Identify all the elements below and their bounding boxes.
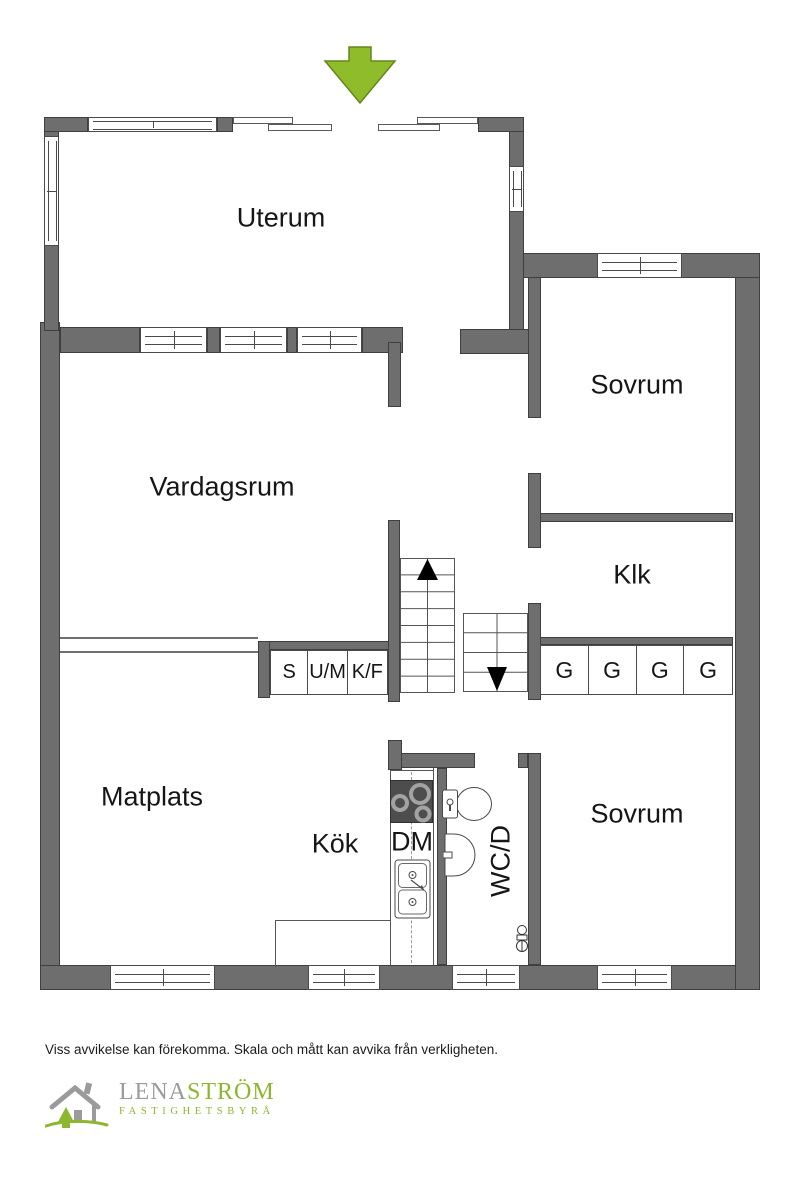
wall [540, 637, 733, 645]
logo-brand-green: STRÖM [186, 1079, 275, 1105]
entry-arrow-icon [323, 46, 397, 105]
closet-cell: K/F [348, 651, 387, 694]
wall [388, 342, 401, 407]
room-label-wcd: WC/D [485, 825, 516, 897]
closet-cell: G [589, 646, 637, 694]
toilet-icon [442, 787, 492, 821]
wall [509, 131, 524, 331]
counter-line [433, 768, 434, 965]
wall [528, 473, 541, 548]
wall [460, 329, 540, 354]
stove-icon [390, 780, 433, 823]
wall [401, 753, 475, 768]
water-tap-icon [516, 925, 528, 952]
window [597, 253, 682, 278]
partition-line [60, 637, 258, 639]
counter-line [275, 920, 276, 967]
window [452, 965, 520, 990]
wall [44, 117, 88, 132]
room-label-dm: DM [391, 826, 433, 857]
logo-tagline: FASTIGHETSBYRÅ [119, 1106, 275, 1117]
stairs-down-arrow-icon [487, 667, 507, 691]
closet-cell: G [684, 646, 732, 694]
closet-row-right: G G G G [540, 645, 733, 695]
window [44, 136, 59, 246]
wall [388, 740, 402, 770]
window [597, 965, 672, 990]
room-label-klk: Klk [613, 559, 651, 590]
closet-label: K/F [351, 661, 383, 683]
wall [735, 253, 760, 990]
closet-cell: G [637, 646, 685, 694]
stairs-up-arrow-icon [417, 559, 438, 580]
closet-label: G [650, 656, 669, 683]
sliding-door-panel [268, 124, 332, 131]
window [88, 117, 217, 132]
staircase-up [400, 558, 455, 693]
closet-cell: U/M [308, 651, 348, 694]
wall [258, 641, 400, 650]
wall [388, 520, 400, 702]
room-label-vardagsrum: Vardagsrum [149, 471, 295, 502]
wall [528, 277, 541, 418]
room-label-sovrum-top: Sovrum [590, 369, 684, 400]
wall [528, 753, 541, 965]
closet-label: S [282, 661, 296, 683]
wall [40, 322, 60, 990]
wall [258, 641, 270, 698]
room-label-sovrum-bottom: Sovrum [590, 798, 684, 829]
floor-plan: S U/M K/F G G G G [40, 46, 760, 990]
closet-cell: S [271, 651, 309, 694]
staircase-down [463, 613, 528, 692]
window [297, 327, 362, 353]
wall [60, 327, 140, 353]
room-label-uterum: Uterum [236, 202, 326, 233]
wall [217, 117, 233, 132]
washbasin-icon [443, 833, 476, 877]
logo-brand-gray: LENA [119, 1079, 187, 1105]
sliding-door-panel [233, 117, 293, 124]
window [509, 166, 524, 212]
counter-line [390, 770, 433, 771]
sliding-door-panel [417, 117, 478, 124]
closet-label: G [555, 656, 574, 683]
wall [287, 327, 297, 353]
closet-label: U/M [309, 661, 346, 683]
closet-label: G [603, 656, 622, 683]
partition-line [60, 651, 258, 653]
window [110, 965, 215, 990]
logo-wordmark: LENASTRÖM FASTIGHETSBYRÅ [119, 1080, 275, 1117]
wall [518, 753, 528, 768]
sliding-door-panel [378, 124, 440, 131]
wall [478, 117, 524, 132]
wall [207, 327, 220, 353]
counter-line [275, 920, 390, 921]
agency-logo: LENASTRÖM FASTIGHETSBYRÅ [45, 1080, 275, 1130]
window [308, 965, 380, 990]
closet-label: G [699, 656, 718, 683]
counter-line [390, 770, 391, 965]
room-label-matplats: Matplats [100, 781, 204, 812]
room-label-kok: Kök [311, 828, 359, 859]
window [140, 327, 207, 353]
closet-cell: G [541, 646, 589, 694]
window [220, 327, 287, 353]
disclaimer-text: Viss avvikelse kan förekomma. Skala och … [45, 1042, 498, 1057]
sink-icon [394, 859, 431, 919]
logo-house-icon [45, 1082, 109, 1128]
wall [540, 513, 733, 522]
closet-row-left: S U/M K/F [270, 650, 388, 695]
